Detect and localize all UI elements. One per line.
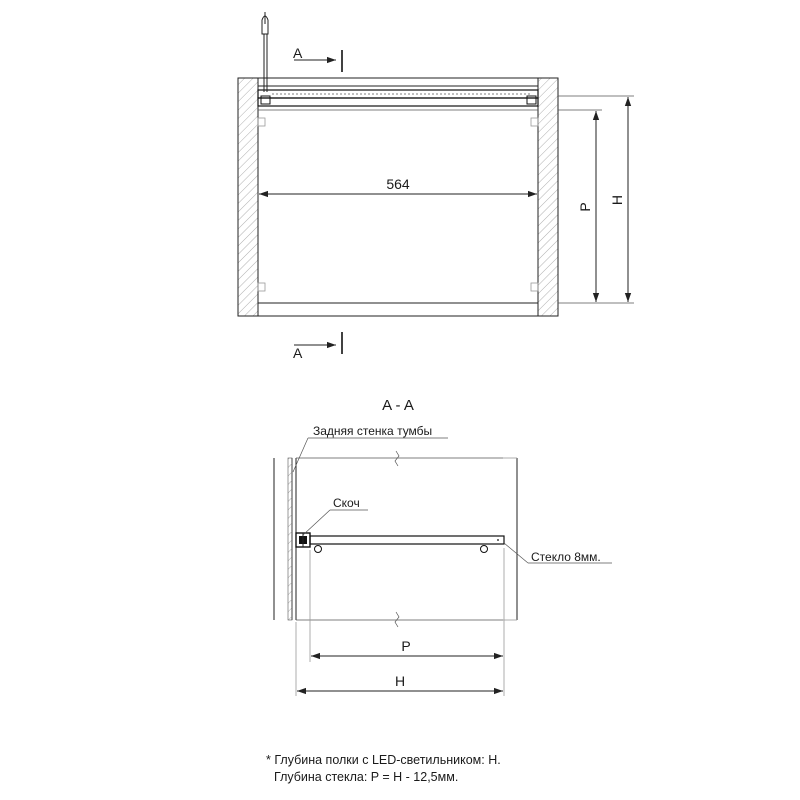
notes: * Глубина полки с LED-светильником: H. Г… [266, 752, 501, 786]
shelf-pin-back [480, 545, 488, 553]
led-cable [261, 12, 269, 92]
h-dimension-label-section: H [395, 673, 405, 689]
left-side-wall [237, 77, 259, 317]
note-line-1: * Глубина полки с LED-светильником: H. [266, 753, 501, 767]
tape-callout: Скоч [302, 496, 368, 536]
h-dimension-label: H [609, 195, 625, 205]
top-view: 564 P H A A [237, 12, 634, 361]
section-title: A - A [382, 397, 414, 414]
p-dimension-label: P [577, 202, 593, 211]
svg-text:A: A [293, 345, 303, 361]
shelf-pin-front [314, 545, 322, 553]
right-side-wall [537, 77, 559, 317]
svg-text:Скоч: Скоч [333, 496, 360, 510]
break-symbol-top [394, 450, 400, 467]
p-dimension-label-section: P [401, 638, 410, 654]
led-profile [257, 89, 539, 111]
note-line-2: Глубина стекла: P = H - 12,5мм. [274, 770, 459, 784]
shelf-support-pins [257, 117, 539, 292]
width-dimension-value: 564 [386, 176, 410, 192]
back-wall-callout: Задняя стенка тумбы [292, 424, 448, 473]
section-mark-top: A [293, 45, 343, 72]
break-symbol-bottom [394, 611, 400, 628]
back-wall [287, 457, 293, 621]
svg-text:Стекло 8мм.: Стекло 8мм. [531, 550, 601, 564]
section-view: A - A Задняя стенка тумбы [273, 397, 612, 696]
glass-callout: Стекло 8мм. [503, 542, 612, 564]
section-mark-bottom: A [293, 332, 343, 361]
glass-shelf [309, 535, 505, 545]
svg-text:A: A [293, 45, 303, 61]
svg-text:Задняя стенка тумбы: Задняя стенка тумбы [313, 424, 432, 438]
